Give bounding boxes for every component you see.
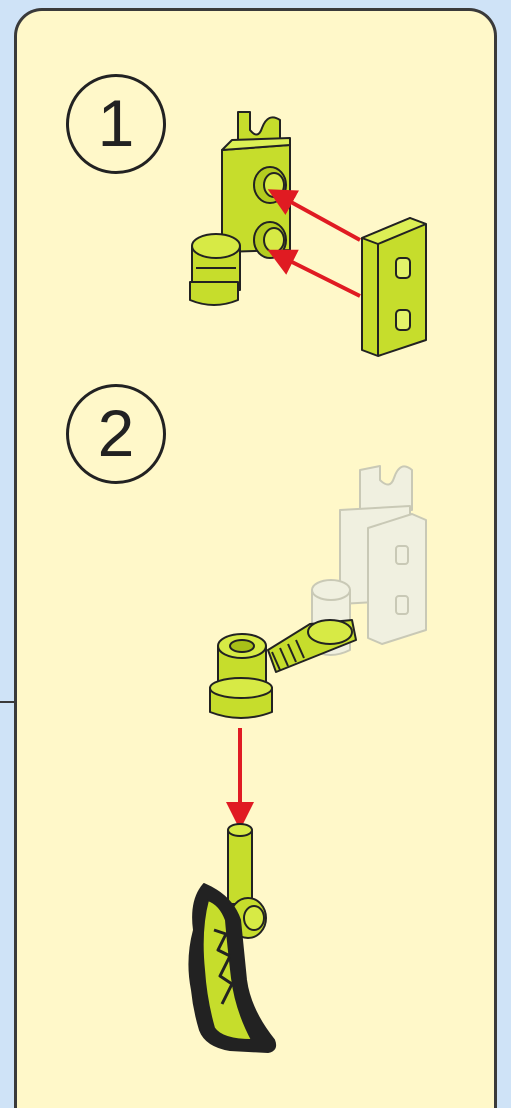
step1-arrows bbox=[280, 196, 360, 296]
step2-claw-weapon bbox=[189, 824, 275, 1052]
step2-hinge-arm bbox=[210, 620, 356, 718]
step1-clip-bracket bbox=[190, 112, 290, 305]
step1-tile-plate bbox=[362, 218, 426, 356]
